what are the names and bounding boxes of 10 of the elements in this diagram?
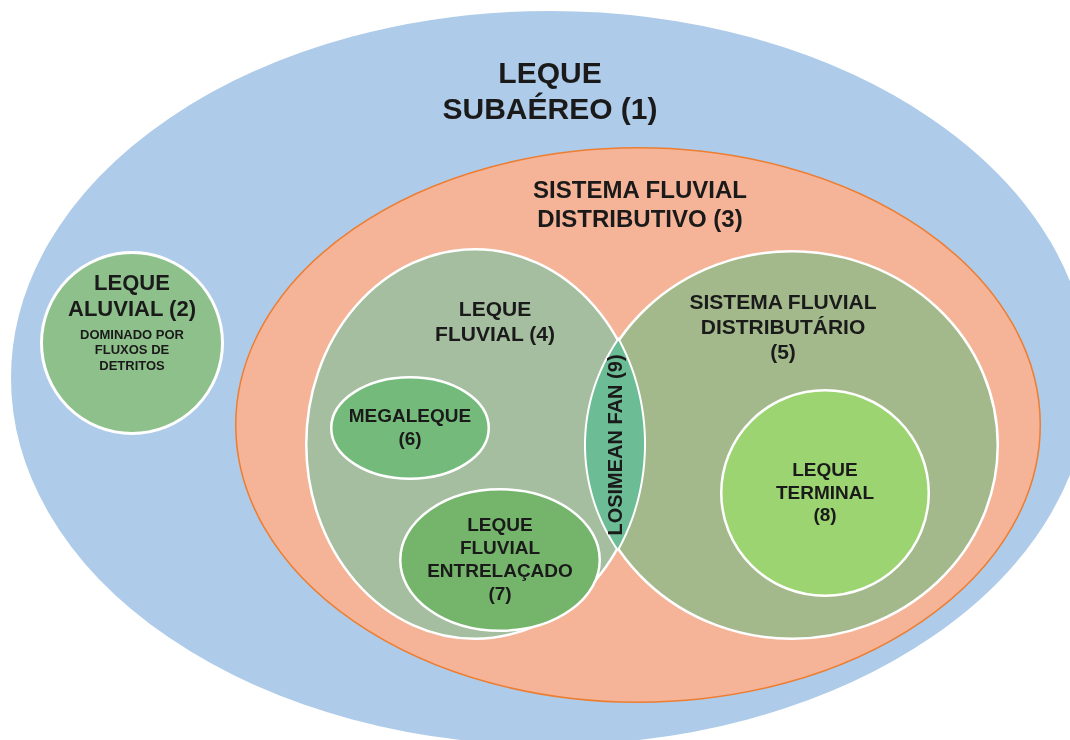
set-label: MEGALEQUE (6) bbox=[347, 405, 473, 451]
set-label: SISTEMA FLUVIAL DISTRIBUTIVO (3) bbox=[532, 176, 748, 234]
set-label: LEQUE FLUVIAL (4) bbox=[434, 296, 556, 347]
set-description: DOMINADO POR FLUXOS DE DETRITOS bbox=[79, 326, 185, 374]
set-label: LEQUE ALUVIAL (2) bbox=[67, 270, 197, 323]
set-label: LEQUE FLUVIAL ENTRELAÇADO (7) bbox=[426, 514, 574, 606]
set-label: LEQUE TERMINAL (8) bbox=[774, 458, 876, 528]
set-label: LEQUE SUBAÉREO (1) bbox=[441, 55, 659, 127]
set-label: LOSIMEAN FAN (9) bbox=[603, 353, 627, 536]
set-label: SISTEMA FLUVIAL DISTRIBUTÁRIO (5) bbox=[688, 289, 878, 365]
